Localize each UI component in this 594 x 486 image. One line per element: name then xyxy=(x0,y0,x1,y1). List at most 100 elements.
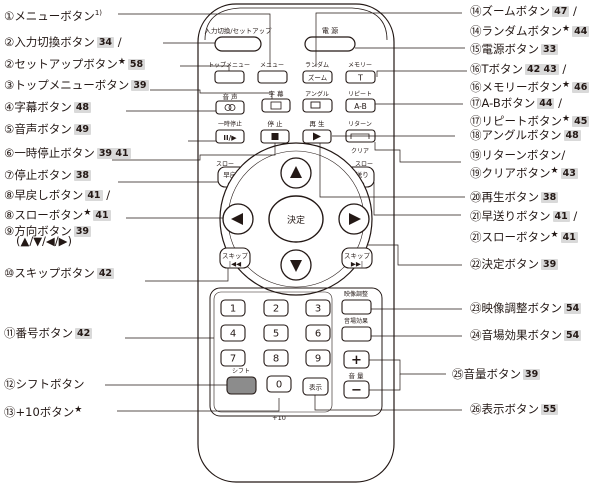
callout-text: 電源ボタン xyxy=(481,42,540,56)
shift-button[interactable] xyxy=(226,376,257,395)
menu-button[interactable] xyxy=(257,70,288,84)
callout-number: ⑪ xyxy=(4,326,16,340)
input-setup-caption: 入力切換/セットアップ xyxy=(204,26,272,35)
number-button-2[interactable] xyxy=(263,299,289,317)
callout-number: ⑥ xyxy=(4,146,15,160)
callout-number: ② xyxy=(4,57,15,71)
down-arrow-icon xyxy=(290,260,302,272)
number-button-9[interactable] xyxy=(305,349,331,367)
callout-text: メニューボタン xyxy=(14,9,95,23)
callout-text: ランダムボタン xyxy=(481,24,563,38)
callout-text: メモリーボタン xyxy=(481,80,563,94)
page-ref-badge: 45 xyxy=(572,116,590,127)
subtitle-caption: 字 幕 xyxy=(268,89,284,98)
enter-button[interactable] xyxy=(268,195,324,243)
t-label: T xyxy=(357,74,363,83)
angle-button[interactable] xyxy=(302,98,333,113)
callout-number: ⑤ xyxy=(4,122,15,136)
number-button-3[interactable] xyxy=(305,299,331,317)
callout-suffix: / xyxy=(569,4,577,18)
zoom-button[interactable] xyxy=(302,70,333,84)
number-label: 7 xyxy=(230,354,236,365)
slow-caption-right: スロー xyxy=(355,161,373,168)
star-mark: ★ xyxy=(562,80,571,90)
callout-number: ① xyxy=(4,9,15,23)
number-button-5[interactable] xyxy=(263,324,289,342)
callout-label: (▲/▼/◀/▶) xyxy=(16,234,72,248)
page-ref-badge: 43 xyxy=(560,168,578,179)
callout-text: スキップボタン xyxy=(14,266,95,280)
callout-number: ⑲ xyxy=(470,148,482,162)
callout-number: ⑰ xyxy=(470,114,482,128)
subtitle-icon xyxy=(270,101,282,110)
callout-suffix: / xyxy=(554,96,563,110)
callout-text: 早戻しボタン xyxy=(14,188,84,202)
skip-forward-button[interactable] xyxy=(341,247,373,269)
number-label: 0 xyxy=(276,380,282,391)
callout-number: ㉔ xyxy=(470,328,482,342)
top-menu-button[interactable] xyxy=(214,70,245,84)
pause-button[interactable] xyxy=(215,129,245,144)
number-label: 9 xyxy=(315,354,321,365)
picture-adjust-button[interactable] xyxy=(341,299,372,315)
repeat-caption: リピート xyxy=(348,91,372,98)
display-button[interactable] xyxy=(302,377,329,396)
page-ref-badge: 48 xyxy=(73,102,92,113)
callout-text: 一時停止ボタン xyxy=(14,146,95,160)
page-ref-badge: 55 xyxy=(541,404,559,415)
number-button-0[interactable] xyxy=(266,375,292,393)
callout-text: 音場効果ボタン xyxy=(481,328,563,342)
number-button-4[interactable] xyxy=(220,324,246,342)
power-button[interactable] xyxy=(304,36,356,52)
sound-field-button[interactable] xyxy=(341,326,372,342)
callout-number: ⑦ xyxy=(4,168,15,182)
volume-down-button[interactable] xyxy=(343,380,370,399)
skip-back-icon: |◀◀ xyxy=(229,260,241,268)
page-ref-badge: 42 xyxy=(75,328,93,339)
number-label: 3 xyxy=(315,304,321,315)
callout-number: ⑨ xyxy=(4,224,15,238)
page-ref-badge: 38 xyxy=(73,170,92,181)
callout-number: ⑭ xyxy=(470,4,482,18)
callout-text: リターンボタン/ xyxy=(481,148,566,162)
number-button-1[interactable] xyxy=(220,299,246,317)
audio-caption: 音 声 xyxy=(222,92,238,101)
page-ref-badge: 39 xyxy=(73,226,92,237)
page-ref-badge: 39 xyxy=(523,369,541,380)
star-mark: ★ xyxy=(562,24,571,34)
page-ref-badge: 41 xyxy=(85,190,103,201)
callout-number: ㉕ xyxy=(452,367,464,381)
callout-number: ⑱ xyxy=(470,128,482,142)
number-button-8[interactable] xyxy=(263,349,289,367)
skip-back-button[interactable] xyxy=(219,247,251,269)
callout-label: ⑰リピートボタン★45 xyxy=(470,112,590,128)
audio-button[interactable] xyxy=(215,100,245,115)
subtitle-button[interactable] xyxy=(261,98,291,113)
ab-button[interactable] xyxy=(345,98,376,113)
number-label: 2 xyxy=(273,304,279,315)
t-button[interactable] xyxy=(345,70,376,84)
callout-text: Tボタン xyxy=(481,62,524,76)
volume-up-button[interactable] xyxy=(343,350,370,369)
callout-text: A-Bボタン xyxy=(481,96,536,110)
callout-text: スローボタン xyxy=(14,208,84,222)
angle-caption: アングル xyxy=(305,90,329,98)
ab-label: A-B xyxy=(354,102,367,111)
input-setup-button[interactable] xyxy=(214,36,262,52)
number-button-7[interactable] xyxy=(220,349,246,367)
number-button-6[interactable] xyxy=(305,324,331,342)
callout-text: 番号ボタン xyxy=(15,326,74,340)
page-ref-badge: 38 xyxy=(541,192,559,203)
number-label: 8 xyxy=(273,354,279,365)
minus-icon: − xyxy=(351,383,362,398)
